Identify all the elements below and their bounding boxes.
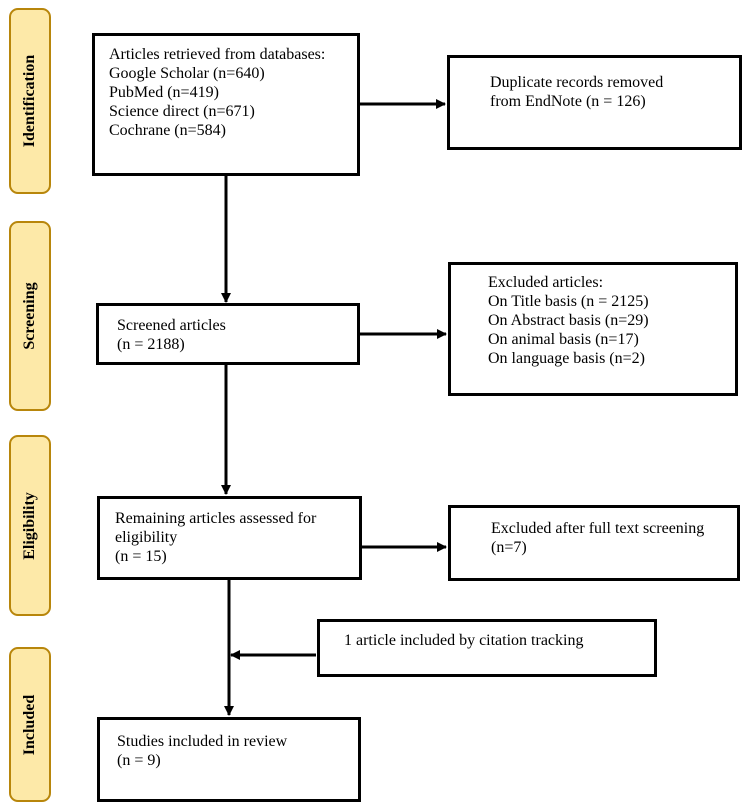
box-line: Cochrane (n=584)	[109, 122, 226, 139]
box-articles-retrieved: Articles retrieved from databases: Googl…	[92, 33, 360, 176]
box-duplicates-removed: Duplicate records removed from EndNote (…	[447, 55, 742, 150]
box-line: from EndNote (n = 126)	[490, 93, 646, 110]
box-studies-included: Studies included in review (n = 9)	[97, 717, 361, 802]
box-line: Duplicate records removed	[490, 74, 664, 91]
box-line: On animal basis (n=17)	[488, 331, 639, 348]
box-line: On language basis (n=2)	[488, 350, 645, 367]
box-line: Excluded articles:	[488, 274, 604, 291]
box-fulltext-excluded: Excluded after full text screening (n=7)	[448, 505, 740, 581]
box-line: (n = 15)	[115, 548, 167, 565]
phase-screening: Screening	[9, 221, 51, 411]
box-line: On Title basis (n = 2125)	[488, 293, 649, 310]
box-line: PubMed (n=419)	[109, 84, 219, 101]
box-line: eligibility	[115, 529, 178, 546]
box-line: Screened articles	[117, 317, 226, 334]
box-line: Excluded after full text screening	[491, 520, 705, 537]
box-line: (n = 9)	[117, 752, 161, 769]
box-line: Studies included in review	[117, 733, 288, 750]
box-line: Science direct (n=671)	[109, 103, 255, 120]
box-line: Articles retrieved from databases:	[109, 46, 326, 63]
box-line: (n = 2188)	[117, 336, 185, 353]
box-line: Remaining articles assessed for	[115, 510, 317, 527]
box-line: Google Scholar (n=640)	[109, 65, 265, 82]
phase-identification: Identification	[9, 8, 51, 194]
box-excluded-articles: Excluded articles: On Title basis (n = 2…	[448, 262, 738, 396]
box-line: (n=7)	[491, 539, 527, 556]
box-remaining-articles: Remaining articles assessed for eligibil…	[97, 496, 362, 580]
phase-eligibility: Eligibility	[9, 435, 51, 616]
box-line: On Abstract basis (n=29)	[488, 312, 649, 329]
phase-included: Included	[9, 647, 51, 802]
box-screened-articles: Screened articles (n = 2188)	[96, 303, 360, 365]
box-citation-tracking: 1 article included by citation tracking	[317, 619, 657, 677]
box-line: 1 article included by citation tracking	[344, 632, 584, 649]
